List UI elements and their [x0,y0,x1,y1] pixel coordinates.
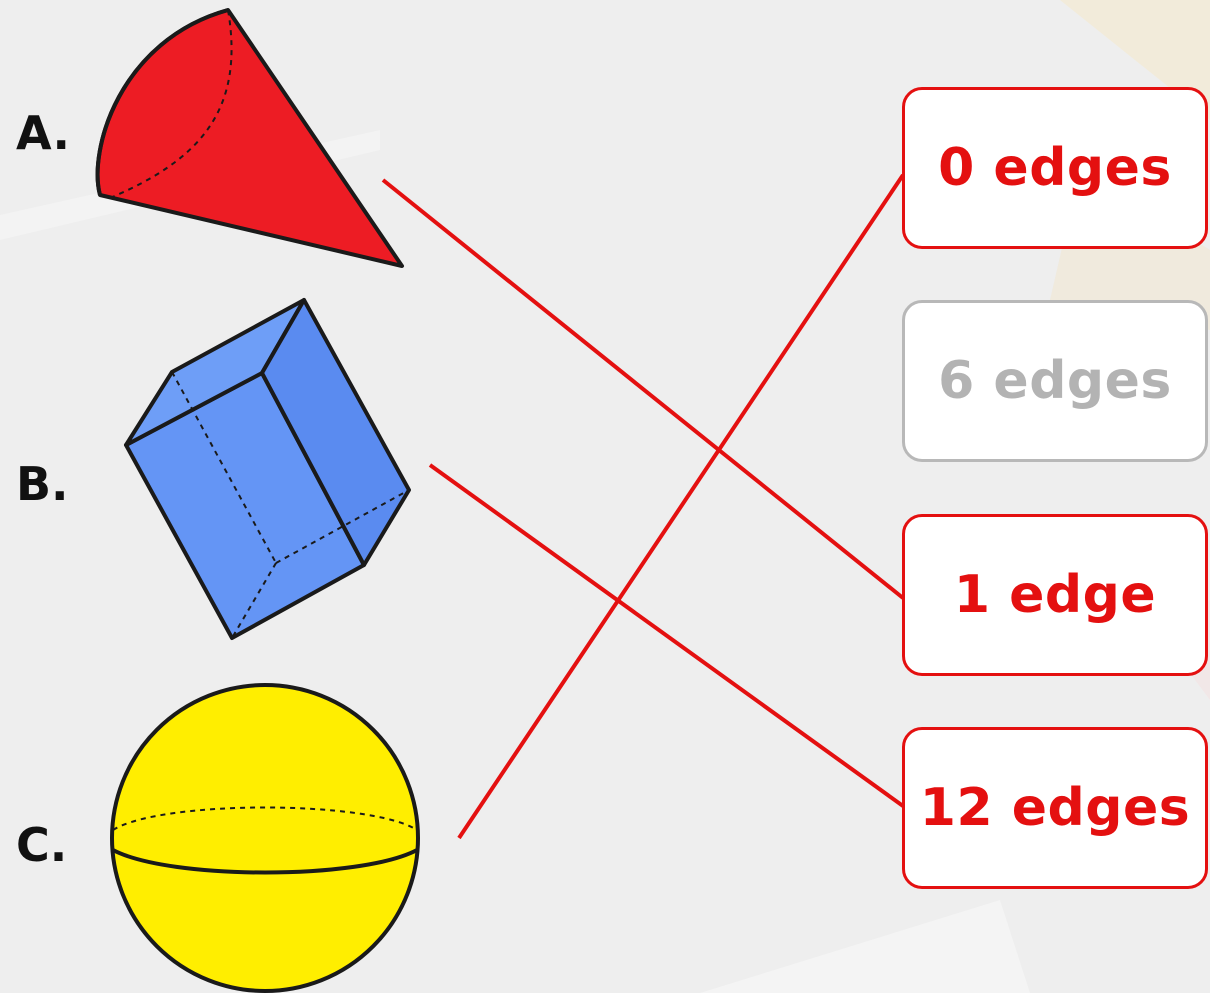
cone-base-hidden-edge [109,9,233,199]
sphere-shape[interactable] [105,680,430,993]
cone-body [95,8,404,268]
sphere-hidden-equator [112,806,418,831]
option-0-edges-label: 0 edges [938,138,1172,198]
shape-label-c: C. [16,818,68,872]
cone-shape[interactable] [85,0,415,280]
option-1-edge[interactable]: 1 edge [902,514,1208,676]
rectangular-prism-shape[interactable] [115,290,420,645]
cone-base-front-edge [95,8,229,196]
sphere-body [110,683,420,993]
shape-label-a: A. [16,106,70,160]
shape-label-b: B. [16,457,69,511]
option-12-edges[interactable]: 12 edges [902,727,1208,889]
option-12-edges-label: 12 edges [919,778,1191,838]
option-6-edges-label: 6 edges [938,351,1172,411]
sphere-front-equator [112,848,418,875]
prism-hidden-edges [171,371,410,639]
option-6-edges[interactable]: 6 edges [902,300,1208,462]
option-1-edge-label: 1 edge [953,565,1157,625]
option-0-edges[interactable]: 0 edges [902,87,1208,249]
